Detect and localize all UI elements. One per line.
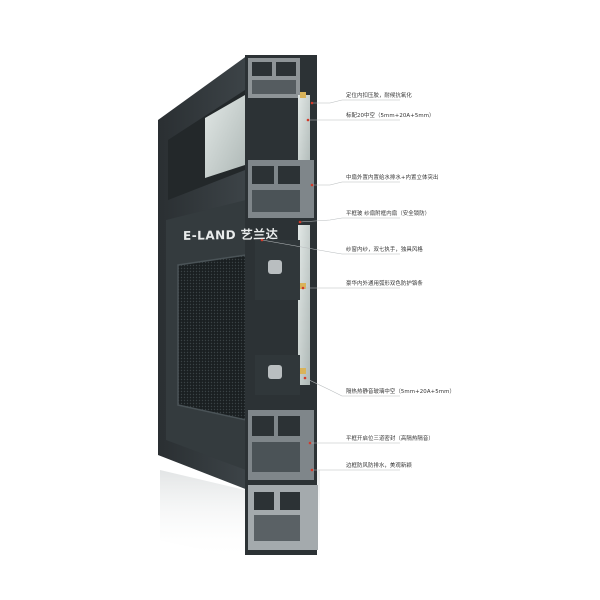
callout-label-8: 平框开启位三道密封（高隔热隔音） (346, 436, 434, 442)
callout-dots (260, 101, 314, 472)
brand-logo: E-LAND 艺兰达 (183, 227, 279, 243)
callout-label-5: 纱窗内纱，双七执手，独具风格 (346, 247, 423, 253)
callout-label-4: 平框玻 纱扇附框内扇（安全锁防） (346, 211, 431, 217)
callout-label-6: 豪华内外通用弧形双色防护铬条 (346, 281, 423, 287)
callout-label-9: 边框防风防排水，美观新颖 (346, 463, 412, 469)
callout-leaders (261, 99, 400, 471)
callout-label-1: 定位内扣压胶，耐候抗氧化 (346, 93, 412, 99)
insect-screen-mesh (178, 255, 246, 420)
callout-label-2: 标配20中空（5mm+20A+5mm） (346, 113, 435, 119)
callout-label-7: 隔热热静音玻璃中空（5mm+20A+5mm） (346, 389, 455, 395)
callout-label-3: 中扇外置内置给水排水+内置立体突出 (346, 175, 439, 181)
aluminum-profile-section (245, 55, 318, 555)
window-frame (158, 55, 248, 490)
